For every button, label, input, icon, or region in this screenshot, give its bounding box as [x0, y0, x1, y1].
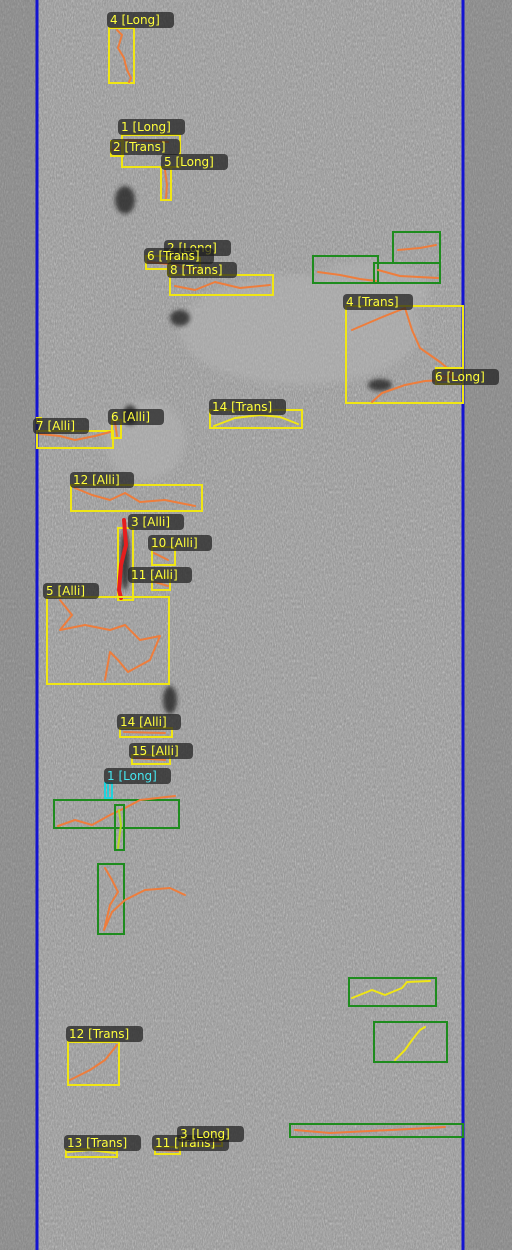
- crack-trace: [294, 1126, 446, 1134]
- crack-trace: [116, 29, 132, 83]
- detection-label: 3 [Long]: [177, 1126, 244, 1142]
- bounding-box[interactable]: [70, 484, 203, 512]
- unlabeled-detection: [114, 804, 125, 851]
- unlabeled-detection: [97, 863, 186, 935]
- left-shoulder-shade: [0, 0, 36, 1250]
- detection-3: [160, 166, 172, 201]
- bounding-box[interactable]: [373, 1021, 448, 1063]
- crack-trace: [351, 980, 431, 999]
- unlabeled-detection: [348, 977, 437, 1007]
- detection-6: [169, 274, 274, 296]
- bounding-box[interactable]: [67, 1041, 120, 1086]
- bounding-box[interactable]: [289, 1123, 464, 1138]
- detection-20: [67, 1041, 120, 1086]
- crack-trace: [69, 1044, 118, 1081]
- detection-label: 1 [Long]: [104, 768, 171, 784]
- crack-trace: [397, 244, 437, 251]
- detection-13: [117, 518, 134, 601]
- detection-19: [104, 782, 113, 799]
- bounding-box[interactable]: [114, 804, 125, 851]
- detection-label: 6 [Long]: [432, 369, 499, 385]
- crack-trace: [351, 307, 453, 403]
- detection-label: 15 [Alli]: [129, 743, 193, 759]
- crack-trace: [57, 795, 176, 827]
- unlabeled-detection: [312, 255, 379, 284]
- detection-label: 7 [Alli]: [33, 418, 90, 434]
- unlabeled-detection: [289, 1123, 464, 1138]
- crack-trace: [74, 487, 196, 507]
- detection-label: 6 [Trans]: [144, 248, 214, 264]
- bounding-box[interactable]: [312, 255, 379, 284]
- crack-trace: [377, 269, 439, 279]
- unlabeled-detection: [373, 1021, 448, 1063]
- unlabeled-detection: [373, 262, 441, 284]
- crack-trace: [117, 518, 128, 600]
- detection-label: 12 [Alli]: [70, 472, 134, 488]
- detection-label: 1 [Long]: [118, 119, 185, 135]
- bounding-box[interactable]: [46, 596, 170, 685]
- crack-trace: [317, 271, 377, 282]
- detection-label: 10 [Alli]: [148, 535, 212, 551]
- detection-7: [345, 305, 464, 404]
- crack-trace: [117, 809, 122, 849]
- crack-trace: [103, 867, 186, 931]
- detection-0: [108, 27, 135, 84]
- crack-trace: [394, 1026, 426, 1061]
- detection-label: 14 [Trans]: [209, 399, 287, 415]
- bounding-box[interactable]: [97, 863, 125, 935]
- detection-label: 4 [Long]: [107, 12, 174, 28]
- detection-label: 5 [Long]: [161, 154, 228, 170]
- bounding-box[interactable]: [108, 27, 135, 84]
- bounding-box[interactable]: [392, 231, 441, 264]
- detection-label: 3 [Alli]: [128, 514, 185, 530]
- unlabeled-detection: [53, 795, 180, 829]
- unlabeled-detection: [392, 231, 441, 264]
- right-shoulder-shade: [464, 0, 512, 1250]
- crack-trace: [213, 414, 299, 427]
- detection-12: [70, 484, 203, 512]
- crack-trace: [174, 281, 271, 291]
- bounding-box[interactable]: [373, 262, 441, 284]
- detection-label: 5 [Alli]: [43, 583, 100, 599]
- bounding-box[interactable]: [169, 274, 274, 296]
- crack-trace: [39, 431, 111, 441]
- detection-label: 13 [Trans]: [64, 1135, 142, 1151]
- bounding-box[interactable]: [345, 305, 464, 404]
- crack-trace: [59, 599, 161, 681]
- detection-label: 4 [Trans]: [343, 294, 413, 310]
- detection-16: [46, 596, 170, 685]
- crack-trace: [164, 169, 168, 199]
- bounding-box[interactable]: [53, 799, 180, 829]
- detection-label: 8 [Trans]: [167, 262, 237, 278]
- detection-label: 12 [Trans]: [66, 1026, 144, 1042]
- bounding-box[interactable]: [348, 977, 437, 1007]
- detection-label: 2 [Trans]: [110, 139, 180, 155]
- crack-trace: [123, 731, 166, 734]
- crack-trace: [153, 552, 169, 561]
- detection-label: 14 [Alli]: [117, 714, 181, 730]
- detection-label: 6 [Alli]: [108, 409, 165, 425]
- detection-label: 11 [Alli]: [128, 567, 192, 583]
